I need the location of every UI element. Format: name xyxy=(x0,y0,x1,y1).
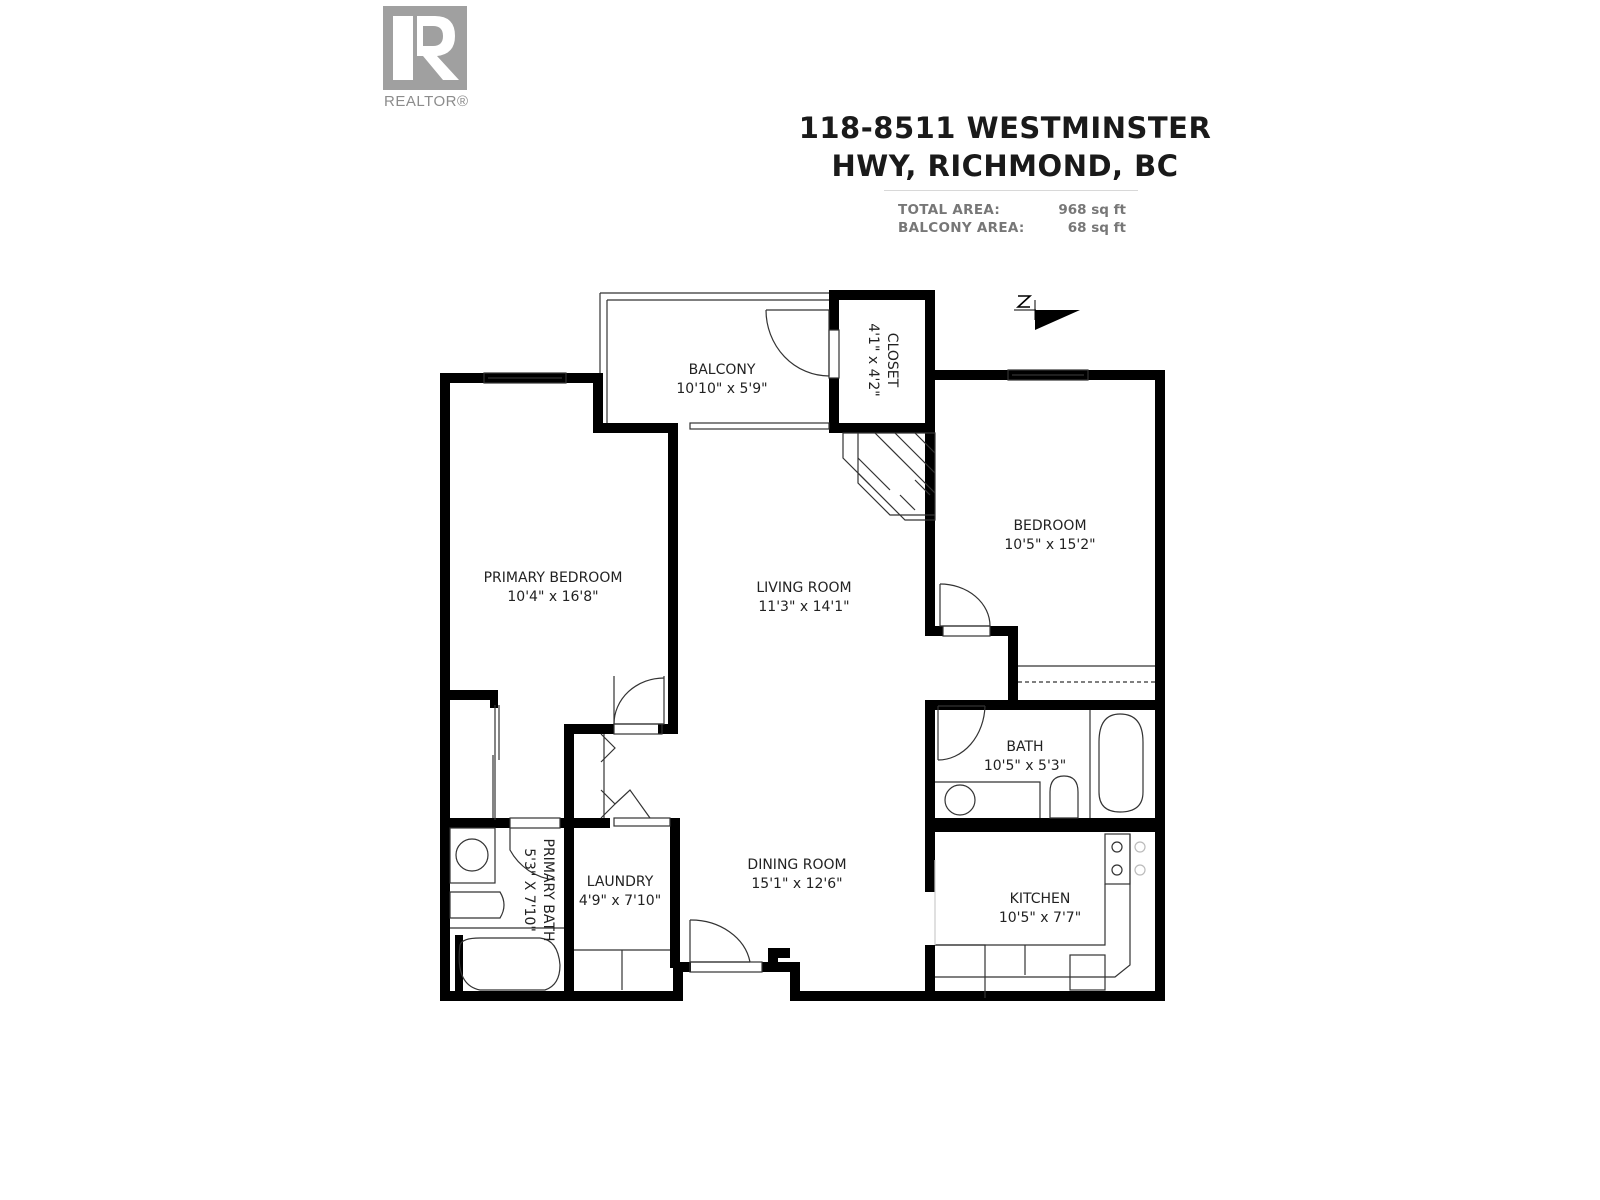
total-area-label: TOTAL AREA: xyxy=(898,202,1001,218)
address-line-2: HWY, RICHMOND, BC xyxy=(831,149,1179,183)
header-divider xyxy=(884,190,1138,191)
room-bedroom: BEDROOM 10'5" x 15'2" xyxy=(1004,517,1095,555)
room-dims: 10'5" x 7'7" xyxy=(998,910,1082,926)
room-dims: 15'1" x 12'6" xyxy=(751,876,843,892)
room-primary-bedroom: PRIMARY BEDROOM 10'4" x 16'8" xyxy=(484,569,623,607)
room-dining-room: DINING ROOM 15'1" x 12'6" xyxy=(747,856,846,894)
room-dims: 4'9" x 7'10" xyxy=(578,893,662,909)
address-line-1: 118-8511 WESTMINSTER xyxy=(798,111,1212,145)
room-bath: BATH 10'5" x 5'3" xyxy=(984,738,1066,776)
room-dims: 4'1" x 4'2" xyxy=(865,323,881,397)
room-name: BATH xyxy=(1006,739,1044,755)
balcony-area-label: BALCONY AREA: xyxy=(898,220,1025,236)
realtor-logo xyxy=(383,6,467,90)
balcony-area-value: 68 sq ft xyxy=(1067,220,1126,236)
room-dims: 11'3" x 14'1" xyxy=(758,599,850,615)
room-name: BALCONY xyxy=(688,362,756,378)
room-balcony: BALCONY 10'10" x 5'9" xyxy=(676,361,767,399)
room-name: BEDROOM xyxy=(1013,518,1087,534)
room-name: PRIMARY BATH xyxy=(540,838,556,942)
room-dims: 10'4" x 16'8" xyxy=(507,589,599,605)
room-laundry: LAUNDRY 4'9" x 7'10" xyxy=(579,873,661,911)
room-dims: 10'5" x 5'3" xyxy=(983,758,1067,774)
room-name: PRIMARY BEDROOM xyxy=(483,570,623,586)
room-primary-bath: PRIMARY BATH 5'3" X 7'10" xyxy=(519,839,557,942)
total-area-value: 968 sq ft xyxy=(1058,202,1126,218)
room-dims: 10'10" x 5'9" xyxy=(676,381,768,397)
room-living-room: LIVING ROOM 11'3" x 14'1" xyxy=(756,579,851,617)
north-arrow-icon xyxy=(1014,295,1080,330)
room-dims: 10'5" x 15'2" xyxy=(1004,537,1096,553)
room-name: DINING ROOM xyxy=(747,857,847,873)
realtor-logo-text: REALTOR® xyxy=(384,93,469,110)
room-name: LIVING ROOM xyxy=(756,580,852,596)
wall xyxy=(440,373,450,1001)
room-name: LAUNDRY xyxy=(586,874,654,890)
room-name: CLOSET xyxy=(884,332,900,388)
room-closet: CLOSET 4'1" x 4'2" xyxy=(863,323,901,396)
room-dims: 5'3" X 7'10" xyxy=(521,848,537,932)
room-kitchen: KITCHEN 10'5" x 7'7" xyxy=(999,890,1081,928)
room-name: KITCHEN xyxy=(1009,891,1071,907)
realtor-r-icon xyxy=(383,6,467,90)
